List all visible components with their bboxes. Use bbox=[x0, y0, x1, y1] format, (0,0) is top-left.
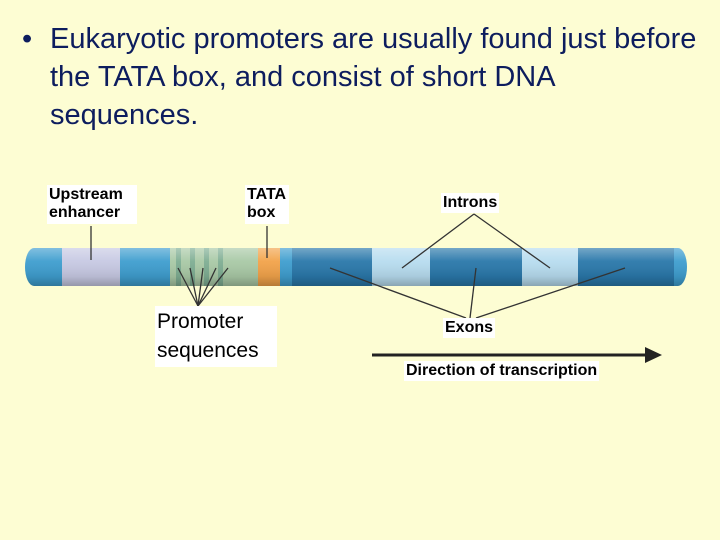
tata-box-label: TATA box bbox=[245, 185, 289, 224]
exon-pointer bbox=[469, 267, 477, 319]
intron-pointer bbox=[473, 213, 551, 269]
bullet-point: • bbox=[22, 23, 33, 55]
promoter-pointer bbox=[197, 267, 229, 307]
dna-shading bbox=[25, 248, 687, 286]
transcription-arrowhead bbox=[645, 347, 662, 363]
slide-text: Eukaryotic promoters are usually found j… bbox=[50, 23, 697, 131]
promoter-pointer bbox=[189, 267, 199, 307]
intron-pointer bbox=[401, 213, 475, 269]
exon-pointer bbox=[329, 267, 467, 319]
promoter-pointer bbox=[197, 267, 204, 307]
promoter-pointer bbox=[177, 267, 199, 307]
exon-pointer bbox=[475, 267, 626, 319]
promoter-pointer bbox=[197, 267, 217, 307]
upstream-enhancer-label: Upstream enhancer bbox=[47, 185, 137, 224]
slide-bullet: • Eukaryotic promoters are usually found… bbox=[22, 20, 702, 134]
direction-label: Direction of transcription bbox=[404, 361, 600, 382]
introns-label: Introns bbox=[441, 193, 500, 214]
promoter-sequences-label: Promoter sequences bbox=[155, 306, 277, 367]
exons-label: Exons bbox=[443, 318, 496, 339]
